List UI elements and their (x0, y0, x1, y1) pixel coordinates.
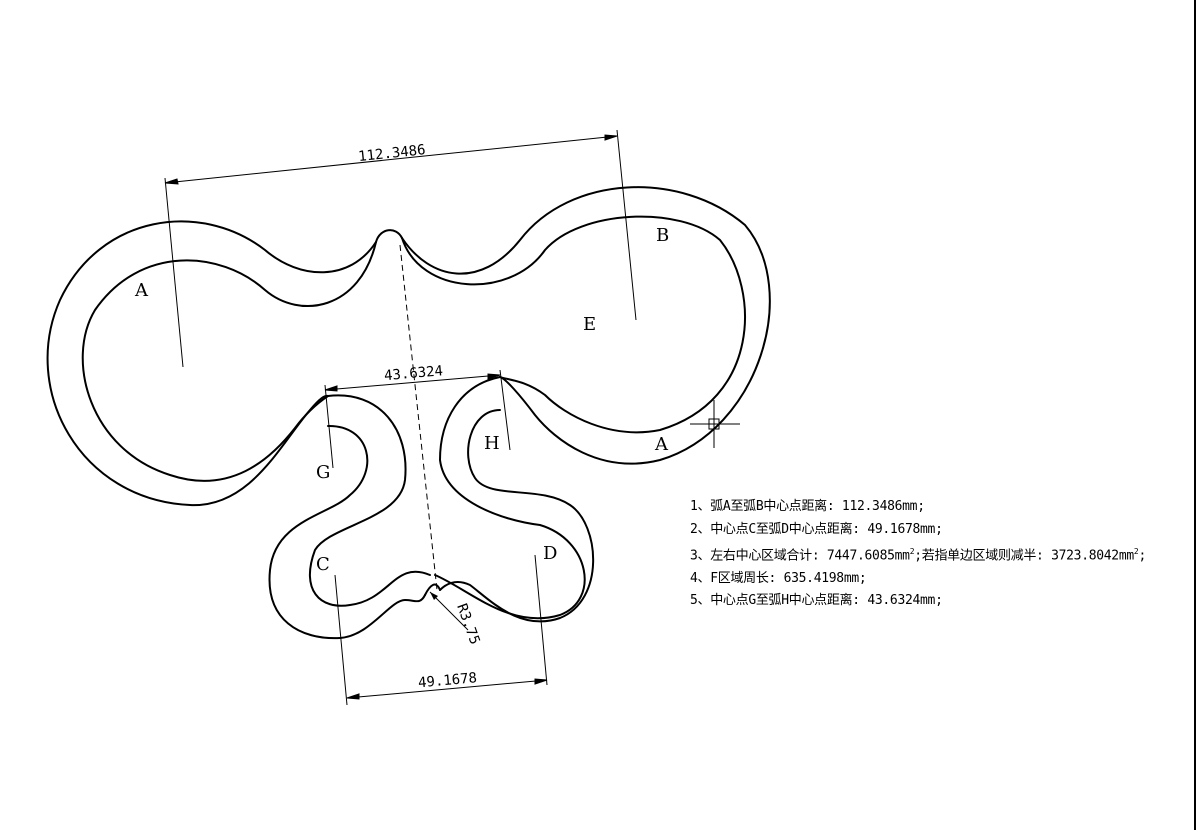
dim-gh-arrow-left (324, 385, 338, 392)
dim-ab-arrow-right (604, 134, 618, 141)
label-e: E (583, 314, 596, 335)
note-5: 5、中心点G至弧H中心点距离: 43.6324mm; (690, 593, 943, 609)
label-b: B (656, 225, 669, 246)
dim-gh-ext-left (324, 384, 334, 469)
note-3: 3、左右中心区域合计: 7447.6085mm2;若指单边区域则减半: 3723… (690, 547, 1146, 564)
inner-contour-upper (81, 241, 377, 482)
label-d: D (543, 543, 557, 564)
note-4: 4、F区域周长: 635.4198mm; (690, 570, 867, 586)
label-a-right: A (654, 434, 669, 455)
lower-inner-right (439, 409, 595, 623)
label-h: H (484, 433, 500, 454)
dim-gh-arrow-right (487, 373, 501, 380)
outer-contour-right (401, 186, 771, 465)
label-a-left: A (134, 280, 149, 301)
dim-gh-text: 43.6324 (383, 363, 443, 384)
dim-cd-ext-left (334, 574, 348, 706)
dim-gh-line (324, 374, 501, 391)
dim-cd-line (346, 679, 548, 699)
lower-outer-left (309, 394, 431, 607)
top-notch (375, 229, 403, 243)
dim-ab-ext-right (616, 129, 637, 321)
label-g: G (316, 462, 330, 483)
centerline-vertical (399, 244, 438, 591)
radius-leader (429, 591, 469, 631)
crosshair-box (708, 418, 720, 430)
inner-contour-right (401, 215, 746, 434)
bottom-notch (424, 583, 441, 596)
dim-cd-arrow-right (534, 678, 548, 685)
radius-arrow (430, 592, 438, 600)
dim-ab-line (164, 135, 618, 184)
lower-inner-left (268, 424, 426, 640)
notes-block: 1、弧A至弧B中心点距离: 112.3486mm; 2、中心点C至弧D中心点距离… (690, 496, 1195, 613)
dim-cd-text: 49.1678 (417, 670, 477, 691)
dim-cd-ext-right (534, 554, 548, 686)
dim-radius-text: R3.75 (453, 602, 482, 647)
dim-ab-arrow-left (164, 178, 179, 185)
label-c: C (316, 554, 330, 575)
border-line (1194, 0, 1196, 830)
dim-ab-text: 112.3486 (358, 142, 427, 165)
note-1: 1、弧A至弧B中心点距离: 112.3486mm; (690, 499, 925, 514)
dim-ab-ext-left (164, 177, 184, 368)
dim-cd-arrow-left (346, 693, 360, 700)
note-2: 2、中心点C至弧D中心点距离: 49.1678mm; (690, 521, 943, 537)
dim-gh-ext-right (499, 369, 511, 451)
